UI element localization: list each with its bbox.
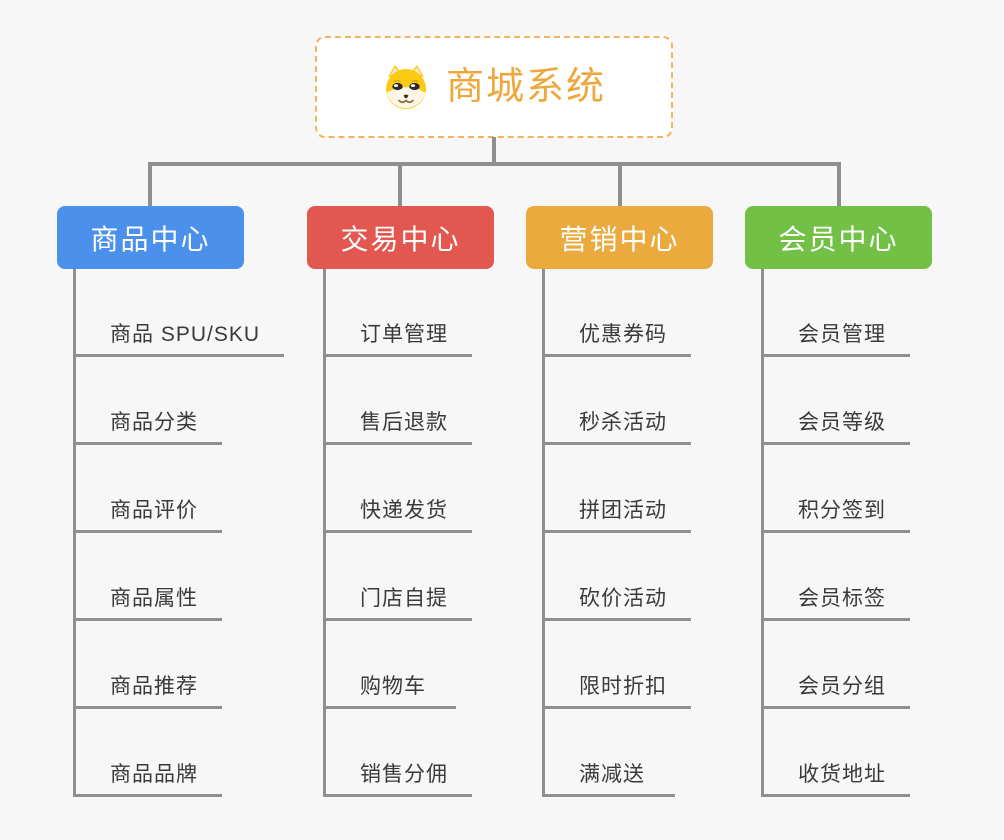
connector-root-stub bbox=[492, 137, 496, 164]
leaf-node-full-reduction[interactable]: 满减送 bbox=[545, 709, 675, 797]
branch-children-product: 商品 SPU/SKU 商品分类 商品评价 商品属性 商品推荐 商品品牌 bbox=[73, 269, 285, 797]
leaf-node-product-recommend[interactable]: 商品推荐 bbox=[76, 621, 222, 709]
leaf-node-product-review[interactable]: 商品评价 bbox=[76, 445, 222, 533]
branch-label: 商品中心 bbox=[90, 223, 211, 255]
leaf-node-express-shipping[interactable]: 快递发货 bbox=[326, 445, 472, 533]
leaf-node-product-attribute[interactable]: 商品属性 bbox=[76, 533, 222, 621]
leaf-label: 收货地址 bbox=[798, 762, 886, 786]
connector-drop-trade bbox=[398, 162, 402, 208]
leaf-label: 销售分佣 bbox=[360, 762, 448, 786]
leaf-label: 优惠券码 bbox=[579, 322, 667, 346]
leaf-node-aftersale-refund[interactable]: 售后退款 bbox=[326, 357, 472, 445]
branch-label: 会员中心 bbox=[778, 223, 899, 255]
branch-member-center: 会员中心 会员管理 会员等级 积分签到 会员标签 会员分组 收货地址 bbox=[745, 206, 985, 797]
leaf-label: 商品 SPU/SKU bbox=[110, 322, 261, 346]
leaf-label: 拼团活动 bbox=[579, 498, 667, 522]
branch-node-member-center[interactable]: 会员中心 bbox=[745, 206, 932, 269]
branch-children-trade: 订单管理 售后退款 快递发货 门店自提 购物车 销售分佣 bbox=[323, 269, 472, 797]
leaf-label: 积分签到 bbox=[798, 498, 886, 522]
branch-children-marketing: 优惠券码 秒杀活动 拼团活动 砍价活动 限时折扣 满减送 bbox=[542, 269, 691, 797]
connector-drop-marketing bbox=[618, 162, 622, 208]
branch-children-member: 会员管理 会员等级 积分签到 会员标签 会员分组 收货地址 bbox=[761, 269, 910, 797]
leaf-label: 商品评价 bbox=[110, 498, 198, 522]
leaf-node-bargain-activity[interactable]: 砍价活动 bbox=[545, 533, 691, 621]
leaf-node-store-pickup[interactable]: 门店自提 bbox=[326, 533, 472, 621]
leaf-node-group-buy[interactable]: 拼团活动 bbox=[545, 445, 691, 533]
root-title: 商城系统 bbox=[445, 66, 606, 108]
branch-trade-center: 交易中心 订单管理 售后退款 快递发货 门店自提 购物车 销售分佣 bbox=[307, 206, 547, 797]
leaf-label: 会员等级 bbox=[798, 410, 886, 434]
leaf-node-member-management[interactable]: 会员管理 bbox=[764, 269, 910, 357]
leaf-node-points-checkin[interactable]: 积分签到 bbox=[764, 445, 910, 533]
leaf-label: 购物车 bbox=[360, 674, 426, 698]
branch-node-trade-center[interactable]: 交易中心 bbox=[307, 206, 494, 269]
leaf-label: 会员管理 bbox=[798, 322, 886, 346]
leaf-label: 快递发货 bbox=[360, 498, 448, 522]
branch-marketing-center: 营销中心 优惠券码 秒杀活动 拼团活动 砍价活动 限时折扣 满减送 bbox=[526, 206, 766, 797]
branch-product-center: 商品中心 商品 SPU/SKU 商品分类 商品评价 商品属性 商品推荐 商品品牌 bbox=[57, 206, 297, 797]
leaf-node-shipping-address[interactable]: 收货地址 bbox=[764, 709, 910, 797]
root-node[interactable]: 商城系统 bbox=[315, 36, 673, 138]
leaf-node-product-category[interactable]: 商品分类 bbox=[76, 357, 222, 445]
leaf-label: 商品品牌 bbox=[110, 762, 198, 786]
leaf-node-member-tags[interactable]: 会员标签 bbox=[764, 533, 910, 621]
connector-drop-member bbox=[837, 162, 841, 208]
leaf-node-member-groups[interactable]: 会员分组 bbox=[764, 621, 910, 709]
leaf-label: 会员标签 bbox=[798, 586, 886, 610]
leaf-label: 订单管理 bbox=[360, 322, 448, 346]
leaf-node-member-level[interactable]: 会员等级 bbox=[764, 357, 910, 445]
leaf-label: 门店自提 bbox=[360, 586, 448, 610]
leaf-label: 商品推荐 bbox=[110, 674, 198, 698]
leaf-label: 砍价活动 bbox=[579, 586, 667, 610]
branch-label: 交易中心 bbox=[340, 223, 461, 255]
leaf-label: 限时折扣 bbox=[579, 674, 667, 698]
leaf-label: 会员分组 bbox=[798, 674, 886, 698]
leaf-label: 秒杀活动 bbox=[579, 410, 667, 434]
leaf-node-order-management[interactable]: 订单管理 bbox=[326, 269, 472, 357]
shiba-dog-icon bbox=[385, 65, 426, 109]
branch-node-marketing-center[interactable]: 营销中心 bbox=[526, 206, 713, 269]
leaf-node-product-spu-sku[interactable]: 商品 SPU/SKU bbox=[76, 269, 285, 357]
branch-node-product-center[interactable]: 商品中心 bbox=[57, 206, 244, 269]
leaf-label: 售后退款 bbox=[360, 410, 448, 434]
leaf-node-limited-time-discount[interactable]: 限时折扣 bbox=[545, 621, 691, 709]
connector-trunk bbox=[149, 162, 840, 166]
leaf-label: 商品分类 bbox=[110, 410, 198, 434]
connector-drop-product bbox=[148, 162, 152, 208]
leaf-label: 满减送 bbox=[579, 762, 645, 786]
leaf-node-product-brand[interactable]: 商品品牌 bbox=[76, 709, 222, 797]
leaf-node-sales-commission[interactable]: 销售分佣 bbox=[326, 709, 472, 797]
leaf-node-coupon-code[interactable]: 优惠券码 bbox=[545, 269, 691, 357]
leaf-label: 商品属性 bbox=[110, 586, 198, 610]
branch-label: 营销中心 bbox=[559, 223, 680, 255]
leaf-node-flash-sale[interactable]: 秒杀活动 bbox=[545, 357, 691, 445]
leaf-node-shopping-cart[interactable]: 购物车 bbox=[326, 621, 456, 709]
